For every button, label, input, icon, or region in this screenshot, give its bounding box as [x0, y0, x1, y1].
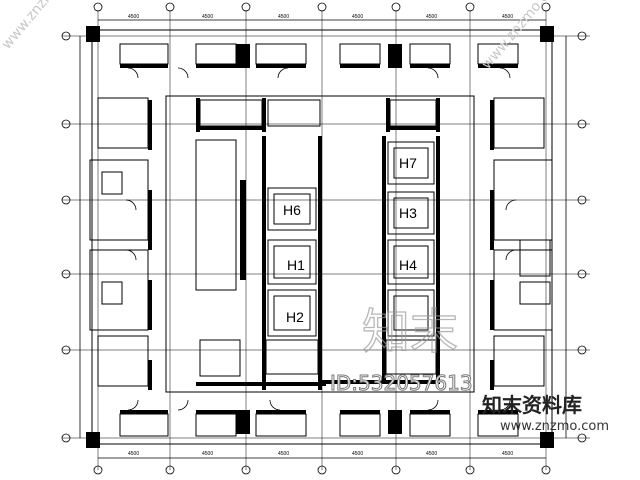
door-swings	[125, 67, 517, 411]
dim-bottom-3: 4500	[278, 451, 289, 457]
dim-bottom-6: 4500	[502, 451, 513, 457]
dim-top-4: 4500	[352, 14, 363, 20]
dim-top-5: 4500	[426, 14, 437, 20]
dimension-texts-top: 4500 4500 4500 4500 4500 4500	[128, 14, 513, 20]
watermark-logo: 知末	[362, 304, 458, 360]
dim-bottom-1: 4500	[128, 451, 139, 457]
watermark-brand: 知末资料库	[482, 393, 582, 417]
elevator-label-h3: H3	[399, 205, 417, 221]
dim-top-3: 4500	[278, 14, 289, 20]
dim-top-6: 4500	[502, 14, 513, 20]
core	[165, 95, 475, 393]
watermark-url: www.znzmo.com	[500, 419, 609, 434]
dim-bottom-4: 4500	[352, 451, 363, 457]
elevator-label-h7: H7	[399, 155, 417, 171]
elevator-label-h6: H6	[283, 202, 301, 218]
axis-bubbles	[61, 2, 587, 475]
bottom-rooms	[119, 413, 519, 437]
watermark-diagonal-left: www.znzmo.com	[0, 0, 87, 53]
watermark-id: ID:532057613	[330, 371, 473, 395]
dim-top-1: 4500	[128, 14, 139, 20]
left-rooms	[89, 97, 149, 387]
elevator-cars	[267, 141, 435, 337]
dimension-lines	[79, 19, 567, 459]
top-rooms	[119, 43, 519, 65]
dim-bottom-5: 4500	[426, 451, 437, 457]
dim-top-2: 4500	[202, 14, 213, 20]
dimension-texts-bottom: 4500 4500 4500 4500 4500 4500	[128, 451, 513, 457]
elevator-label-h4: H4	[399, 257, 417, 273]
right-rooms	[493, 97, 553, 387]
elevator-label-h1: H1	[287, 257, 305, 273]
elevator-label-h2: H2	[286, 309, 304, 325]
dim-bottom-2: 4500	[202, 451, 213, 457]
